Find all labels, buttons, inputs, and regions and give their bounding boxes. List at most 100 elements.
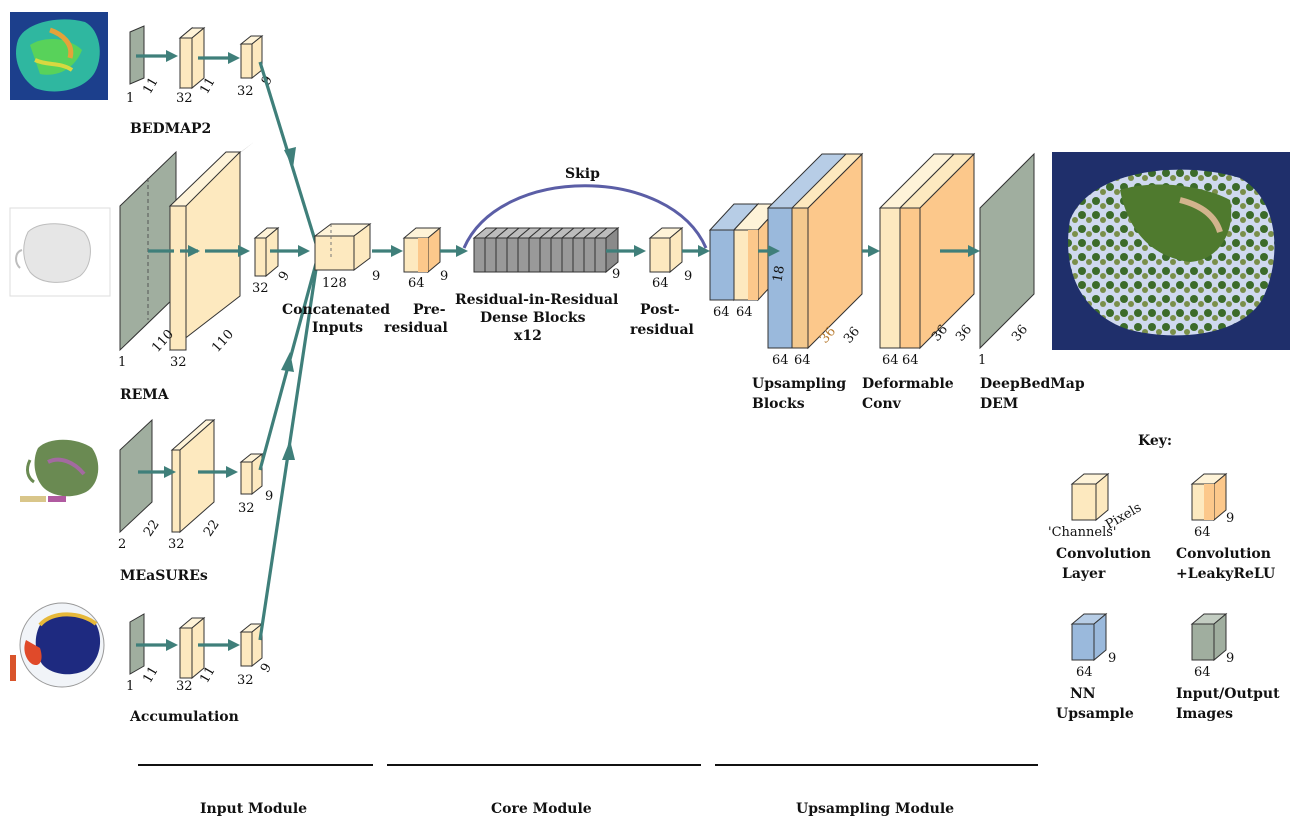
accumulation-conv-2	[239, 622, 264, 668]
measures-row: 2 22 32 22 32 9	[118, 418, 273, 552]
output-layer	[979, 152, 1035, 350]
key-io-icon	[1190, 612, 1228, 662]
rrdb-label-1: Residual-in-Residual	[455, 292, 618, 308]
rrdb-block	[473, 237, 486, 273]
pre-channels: 64	[408, 276, 425, 291]
accumulation-n6: 9	[258, 661, 275, 676]
key-conv-pixels: Pixels	[1103, 500, 1144, 532]
key-io-channels: 64	[1194, 665, 1211, 680]
measures-n1: 2	[118, 537, 126, 552]
rema-row: 1 110 32 110 32 9	[118, 142, 310, 370]
measures-n3: 32	[168, 537, 185, 552]
rrdb-block	[539, 237, 552, 273]
rema-n3: 32	[170, 355, 187, 370]
bedmap2-n3: 32	[176, 91, 193, 106]
measures-conv-2	[239, 452, 264, 496]
accumulation-n1: 1	[126, 679, 134, 694]
key-conv-label-1: Convolution	[1056, 546, 1151, 562]
concat-block	[313, 223, 372, 271]
bedmap2-thumbnail	[10, 12, 108, 100]
upsampling-module-label: Upsampling Module	[796, 801, 954, 816]
rema-n5: 32	[252, 281, 269, 296]
key-io-label-1: Input/Output	[1176, 686, 1280, 702]
bedmap2-label: BEDMAP2	[130, 121, 211, 137]
skip-label: Skip	[565, 166, 600, 182]
key-leaky-label-2: +LeakyReLU	[1176, 566, 1275, 582]
post-label-2: residual	[630, 322, 694, 338]
ups-small-c2: 64	[736, 305, 753, 320]
accumulation-n2: 11	[140, 664, 161, 686]
measures-conv-1	[170, 418, 216, 534]
accumulation-thumbnail	[8, 598, 112, 690]
output-label-2: DEM	[980, 396, 1018, 412]
deepbedmap-dem-thumbnail	[1052, 152, 1290, 350]
key-nn-label-2: Upsample	[1056, 706, 1134, 722]
key-nn-pixels: 9	[1108, 651, 1116, 666]
key-leaky-pixels: 9	[1226, 511, 1234, 526]
rrdb-label-2: Dense Blocks	[480, 310, 586, 326]
rema-n6: 9	[276, 269, 293, 284]
postresidual-block	[648, 226, 684, 274]
upsampling-big-block	[766, 152, 864, 350]
rrdb-block	[528, 237, 541, 273]
deform-p2: 36	[953, 322, 975, 344]
accumulation-n5: 32	[237, 673, 254, 688]
ups-label-2: Blocks	[752, 396, 805, 412]
ups-small-c1: 64	[713, 305, 730, 320]
bedmap2-n2: 11	[140, 75, 161, 97]
pre-pixels: 9	[440, 269, 448, 284]
bedmap2-n5: 32	[237, 84, 254, 99]
core-module-label: Core Module	[491, 801, 592, 816]
measures-label: MEaSUREs	[120, 568, 208, 584]
bedmap2-row: 1 11 32 11 32 9	[126, 25, 276, 106]
rema-conv-1	[168, 142, 254, 352]
output-pixels: 36	[1009, 322, 1031, 344]
ups-label-1: Upsampling	[752, 376, 846, 392]
measures-n5: 32	[238, 501, 255, 516]
accumulation-n3: 32	[176, 679, 193, 694]
measures-input-layer	[119, 418, 153, 534]
rrdb-label-3: x12	[514, 328, 542, 344]
bedmap2-n4: 11	[197, 75, 218, 97]
pre-label-1: Pre-	[413, 302, 446, 318]
concat-channels: 128	[322, 276, 347, 291]
measures-n2: 22	[141, 517, 163, 539]
rrdb-block	[561, 237, 574, 273]
skip-connection	[462, 184, 708, 249]
rrdb-block	[572, 237, 585, 273]
rrdb-block	[550, 237, 563, 273]
key-nn-channels: 64	[1076, 665, 1093, 680]
rrdb-block	[495, 237, 508, 273]
bedmap2-n1: 1	[126, 91, 134, 106]
key-title: Key:	[1138, 433, 1172, 449]
key-nn-upsample-icon	[1070, 612, 1108, 662]
rrdb-block	[506, 237, 519, 273]
accumulation-label: Accumulation	[129, 709, 239, 725]
deform-label-2: Conv	[862, 396, 902, 412]
concat-label-1: Concatenated	[282, 302, 390, 318]
measures-n4: 22	[201, 517, 223, 539]
deform-c1: 64	[882, 353, 899, 368]
measures-thumbnail	[12, 430, 107, 515]
post-pixels: 9	[684, 269, 692, 284]
ups-big-c2: 64	[794, 353, 811, 368]
deform-c2: 64	[902, 353, 919, 368]
output-channels: 1	[978, 353, 986, 368]
concat-pixels: 9	[372, 269, 380, 284]
rema-n1: 1	[118, 355, 126, 370]
post-label-1: Post-	[640, 302, 680, 318]
output-label-1: DeepBedMap	[980, 376, 1085, 392]
key-conv-layer-icon	[1070, 472, 1110, 522]
key-leaky-icon	[1190, 472, 1228, 522]
key-nn-label-1: NN	[1070, 686, 1096, 702]
post-channels: 64	[652, 276, 669, 291]
preresidual-block	[402, 226, 442, 274]
rrdb-block	[484, 237, 497, 273]
bedmap2-conv-2	[239, 34, 264, 80]
key-leaky-label-1: Convolution	[1176, 546, 1271, 562]
rrdb-blocks	[472, 226, 620, 274]
rema-thumbnail	[9, 207, 111, 297]
ups-big-p2: 36	[841, 324, 863, 346]
rrdb-pixels: 9	[612, 267, 620, 282]
